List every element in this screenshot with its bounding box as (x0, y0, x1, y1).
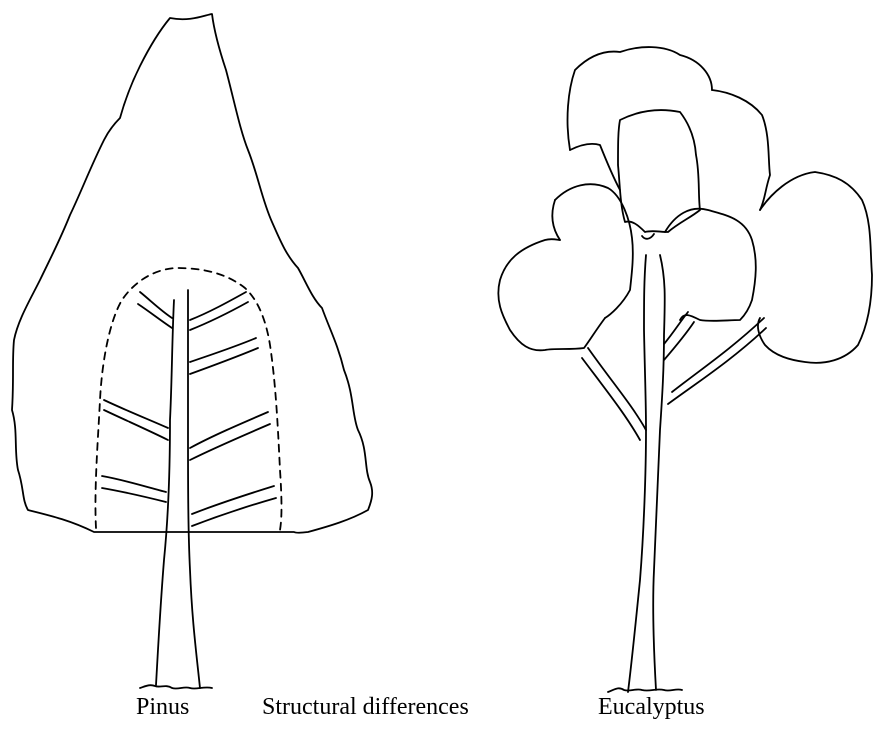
pinus-branch (190, 348, 258, 374)
pinus-branch (192, 498, 276, 526)
figure-caption: Structural differences (262, 694, 469, 721)
eucalyptus-canopy-clump (552, 200, 560, 240)
pinus-branch (190, 292, 246, 320)
pinus-trunk-right (188, 290, 200, 688)
pinus-crown-outline (12, 14, 372, 533)
eucalyptus-canopy-clump (570, 144, 620, 190)
eucalyptus-label: Eucalyptus (598, 694, 705, 721)
eucalyptus-branch-right (672, 318, 764, 392)
eucalyptus-canopy-top (568, 47, 712, 150)
eucalyptus-canopy-clump (712, 90, 770, 210)
eucalyptus-branch-right (668, 328, 766, 404)
eucalyptus-canopy-clump (498, 239, 605, 350)
eucalyptus-branch-left (588, 348, 646, 430)
pinus-ground (140, 685, 212, 688)
eucalyptus-branch-mid (664, 312, 688, 344)
eucalyptus-ground (608, 688, 682, 692)
pinus-branch (192, 486, 274, 514)
pinus-branch (140, 292, 172, 318)
eucalyptus-canopy-clump (758, 172, 872, 363)
pinus-branch (138, 304, 172, 328)
eucalyptus-trunk-top (642, 234, 654, 239)
eucalyptus-trunk-left (628, 255, 646, 692)
pinus-tree (12, 14, 372, 689)
eucalyptus-canopy-clump (618, 110, 700, 232)
eucalyptus-trunk-right (653, 255, 665, 690)
eucalyptus-canopy-clump (555, 184, 633, 318)
pinus-label: Pinus (136, 694, 189, 721)
eucalyptus-branch-mid (664, 322, 694, 360)
eucalyptus-canopy-clump (665, 209, 756, 321)
pinus-branch (190, 338, 256, 362)
eucalyptus-tree (498, 47, 872, 692)
eucalyptus-branch-left (582, 358, 640, 440)
